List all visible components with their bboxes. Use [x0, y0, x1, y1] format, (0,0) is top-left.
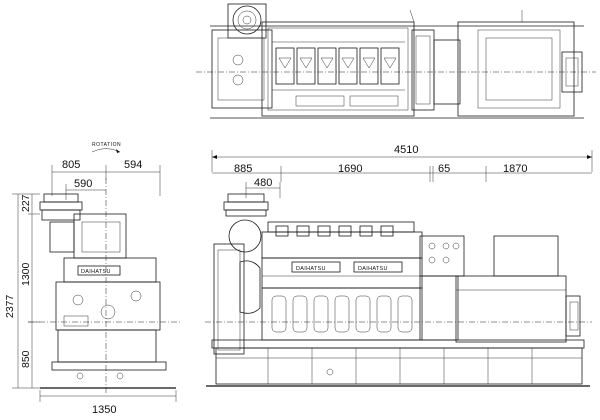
dim-65: 65 [438, 163, 450, 175]
crankcase-doors [271, 295, 413, 333]
dim-2377: 2377 [4, 294, 16, 318]
cylinder-heads-plan [272, 41, 405, 107]
dim-1300: 1300 [20, 262, 32, 286]
top-plan-view [196, 3, 596, 119]
dimension-total-length: 4510 [211, 144, 593, 172]
brand-label-right: DAIHATSU [358, 266, 388, 272]
dim-885: 885 [234, 163, 252, 175]
vertical-dimensions: 2377 227 1300 850 [4, 193, 40, 389]
dim-1690: 1690 [338, 163, 362, 175]
brand-label-end: DAIHATSU [81, 269, 111, 275]
dim-227: 227 [20, 194, 32, 212]
dimension-480: 480 [245, 177, 281, 198]
dim-590: 590 [74, 178, 92, 190]
dim-4510: 4510 [394, 144, 418, 156]
dimension-chain-top: 885 1690 65 1870 [212, 163, 592, 182]
side-elevation-view: DAIHATSU DAIHATSU [205, 193, 592, 387]
end-elevation-view: DAIHATSU [28, 178, 180, 394]
dim-850: 850 [20, 350, 32, 368]
end-view-top-dimensions: ROTATION 805 594 590 [51, 142, 161, 200]
dim-480: 480 [254, 177, 272, 189]
dim-1350: 1350 [92, 404, 116, 416]
rotation-label: ROTATION [92, 142, 121, 148]
base-frame-ribs [267, 348, 533, 384]
dimension-1350: 1350 [39, 390, 177, 416]
valve-covers [275, 225, 394, 237]
dim-805: 805 [62, 159, 80, 171]
brand-label-left: DAIHATSU [296, 266, 326, 272]
dim-594: 594 [124, 159, 142, 171]
dim-1870: 1870 [503, 163, 527, 175]
